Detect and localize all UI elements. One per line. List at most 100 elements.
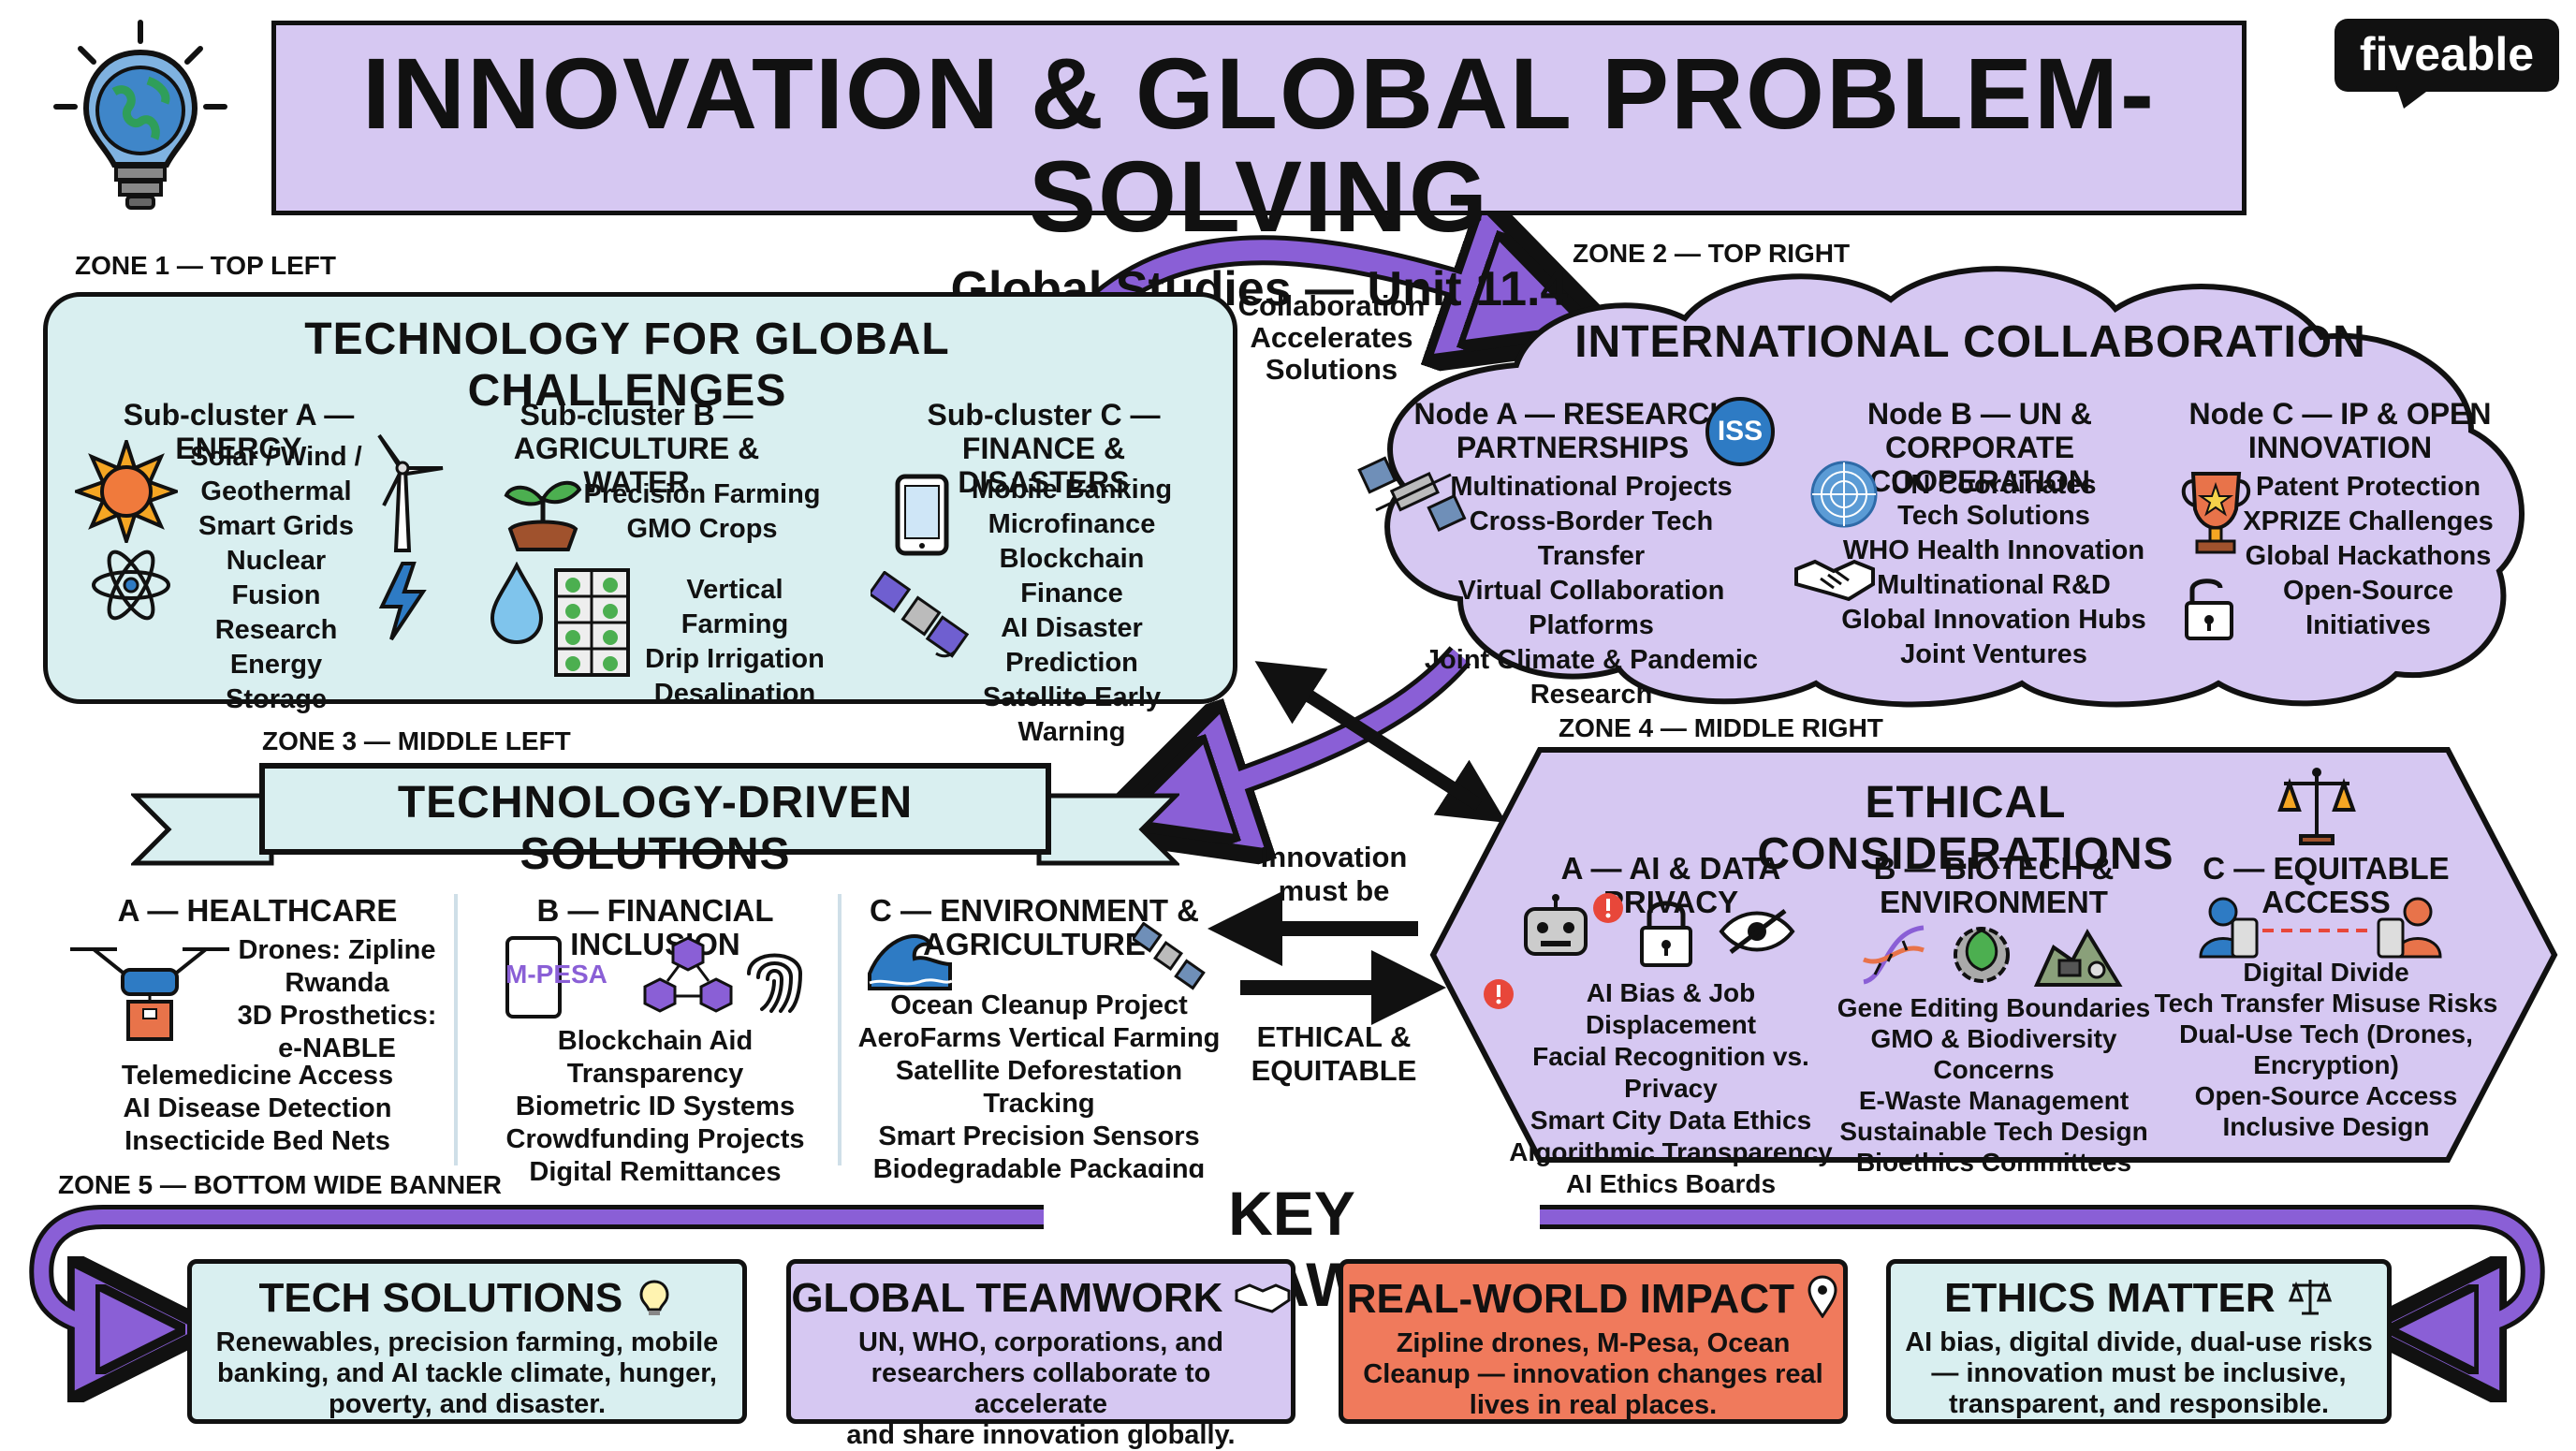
zone1-title: TECHNOLOGY FOR GLOBAL CHALLENGES: [304, 315, 950, 416]
zone2-c-heading: Node C — IP & OPEN: [2188, 397, 2492, 431]
zone2-a-item: Cross-Border Tech Transfer: [1469, 506, 1714, 571]
zone4-c-item: Inclusive Design: [2222, 1112, 2430, 1141]
water-drop-icon: [490, 562, 544, 645]
ethical-connector-text: EQUITABLE: [1251, 1054, 1417, 1087]
zone3-title: TECHNOLOGY-DRIVEN SOLUTIONS: [397, 778, 914, 879]
eye-slash-icon: [1719, 909, 1795, 954]
zone4-b-heading: B — BIOTECH &: [1873, 851, 2115, 886]
sprout-icon: [504, 480, 582, 551]
zone1-a-heading: Sub-cluster A — ENERGY: [123, 398, 355, 465]
zone2-title: INTERNATIONAL COLLABORATION: [1574, 317, 2366, 367]
zone3-a-item: Telemedicine Access: [121, 1061, 394, 1091]
takeaway-text: UN, WHO, corporations, and: [858, 1327, 1223, 1357]
innovation-connector-text: Innovation: [1260, 841, 1408, 873]
space-station-icon: [1357, 456, 1467, 533]
zone2-b-item: Multinational R&D: [1877, 570, 2111, 600]
takeaway-card-tech: TECH SOLUTIONS Renewables, precision far…: [187, 1259, 747, 1424]
takeaway-card-teamwork: GLOBAL TEAMWORK UN, WHO, corporations, a…: [786, 1259, 1295, 1450]
zone3-ribbon-banner: [131, 763, 1179, 866]
handshake-icon: [1235, 1283, 1291, 1313]
zone4-b-item: GMO & Biodiversity Concerns: [1870, 1024, 2117, 1084]
scales-of-justice-icon: [2277, 768, 2356, 845]
zone4-c-item: Tech Transfer Misuse Risks: [2154, 989, 2498, 1018]
takeaway-text: poverty, and disaster.: [328, 1389, 607, 1419]
zone3-a-heading: A — HEALTHCARE: [117, 893, 398, 928]
lightbulb-icon: [639, 1280, 669, 1315]
takeaway-text: — innovation must be inclusive,: [1931, 1358, 2347, 1388]
zone1-c-item: AI Disaster Prediction: [1001, 613, 1143, 678]
zone1-a-item: Geothermal: [200, 476, 352, 506]
zone4-b-heading: ENVIRONMENT: [1880, 885, 2108, 919]
zone1-c-item: Warning: [1017, 717, 1126, 747]
takeaway-text: and share innovation globally.: [846, 1420, 1236, 1450]
e-waste-pile-icon: [2033, 928, 2123, 987]
takeaway-card-impact: REAL-WORLD IMPACT Zipline drones, M-Pesa…: [1339, 1259, 1848, 1424]
mpesa-phone-icon: [505, 936, 562, 1019]
gear-leaf-icon: [1954, 927, 2010, 983]
takeaway-text: lives in real places.: [1469, 1390, 1718, 1420]
zone2-c-heading: INNOVATION: [2247, 431, 2433, 464]
vertical-farm-icon: [554, 568, 630, 677]
robot-icon: [1524, 894, 1588, 956]
zone1-label: ZONE 1 — TOP LEFT: [75, 251, 337, 280]
collab-connector-text: Accelerates: [1250, 321, 1413, 354]
collab-connector-text: Solutions: [1265, 353, 1398, 386]
header-banner: INNOVATION & GLOBAL PROBLEM-SOLVING Glob…: [271, 21, 2247, 316]
zone4-c-item: Open-Source Access: [2194, 1081, 2458, 1110]
zone2-c-item: Global Hackathons: [2245, 541, 2492, 571]
zone2-b-heading: COOPERATION: [1869, 464, 2090, 498]
takeaway-text: researchers collaborate to accelerate: [871, 1358, 1211, 1419]
takeaway-title: ETHICS MATTER: [1944, 1275, 2276, 1321]
zone4-b-item: Gene Editing Boundaries: [1837, 993, 2151, 1022]
warning-alert-icon: [1593, 893, 1623, 923]
drone-icon: [70, 947, 229, 1041]
zone3-a-item: AI Disease Detection: [123, 1093, 392, 1123]
iss-badge: ISS: [1705, 397, 1775, 466]
zone3-b-item: Crowdfunding Projects: [505, 1124, 805, 1154]
satellite-small-icon: [1133, 922, 1206, 990]
zone1-b-item: GMO Crops: [626, 514, 778, 544]
zone4-c-heading: C — EQUITABLE ACCESS: [2203, 851, 2450, 919]
zone1-b-item: Drip Irrigation: [645, 644, 825, 674]
zone4-a-item: AI Ethics Boards: [1565, 1169, 1777, 1198]
zone1-a-item: Smart Grids: [198, 511, 354, 541]
warning-alert-icon: [1484, 979, 1514, 1009]
fingerprint-icon: [747, 953, 803, 1013]
map-pin-icon: [1808, 1275, 1837, 1319]
collab-connector-text: Collaboration: [1237, 289, 1426, 322]
page-title: INNOVATION & GLOBAL PROBLEM-SOLVING: [362, 37, 2156, 253]
logo-speech-tail-icon: [2396, 86, 2434, 109]
wind-turbine-icon: [377, 433, 444, 552]
zone2-b-item: WHO Health Innovation: [1842, 535, 2145, 565]
zone3-c-item: Ocean Cleanup Project: [890, 990, 1188, 1020]
zone2-b-item: Tech Solutions: [1897, 501, 2090, 531]
zone3-c-item: Smart Precision Sensors: [878, 1121, 1200, 1151]
blockchain-cubes-icon: [643, 936, 733, 1013]
zone3-b-heading: B — FINANCIAL INCLUSION: [536, 893, 774, 961]
zone4-a-heading: A — AI & DATA PRIVACY: [1560, 851, 1781, 919]
zone2-c-item: Patent Protection: [2255, 472, 2481, 502]
ocean-wave-icon: [868, 934, 953, 990]
zone4-b-item: E-Waste Management: [1858, 1086, 2130, 1115]
zone1-b-item: Precision Farming: [583, 479, 821, 509]
zone1-b-item: Vertical Farming: [681, 575, 789, 639]
zone3-a-side-item: Rwanda: [285, 968, 389, 998]
zone1-b-item: Desalination: [653, 679, 816, 709]
zone1-b-heading: AGRICULTURE & WATER: [513, 432, 760, 499]
lightbulb-globe-icon: [53, 20, 227, 210]
zone2-label: ZONE 2 — TOP RIGHT: [1573, 239, 1851, 268]
zone2-c-item: Open-Source Initiatives: [2282, 576, 2454, 640]
zone4-title: ETHICAL CONSIDERATIONS: [1757, 778, 2174, 879]
zone5-label: ZONE 5 — BOTTOM WIDE BANNER: [58, 1170, 502, 1199]
zone4-a-item: Smart City Data Ethics: [1530, 1106, 1812, 1135]
takeaway-title: REAL-WORLD IMPACT: [1346, 1276, 1794, 1322]
zone1-a-item: Energy Storage: [226, 650, 327, 714]
zone4-a-item: Algorithmic Transparency: [1509, 1137, 1833, 1166]
zone4-a-item: AI Bias & Job Displacement: [1585, 978, 1757, 1039]
zone3-a-side-item: e-NABLE: [278, 1033, 396, 1063]
brand-logo[interactable]: fiveable: [2334, 19, 2559, 92]
mobile-phone-icon: [895, 474, 949, 556]
zone2-a-heading: Node A — RESEARCH: [1413, 397, 1732, 431]
takeaway-text: Cleanup — innovation changes real: [1363, 1359, 1823, 1389]
zone2-c-item: XPRIZE Challenges: [2243, 506, 2494, 536]
